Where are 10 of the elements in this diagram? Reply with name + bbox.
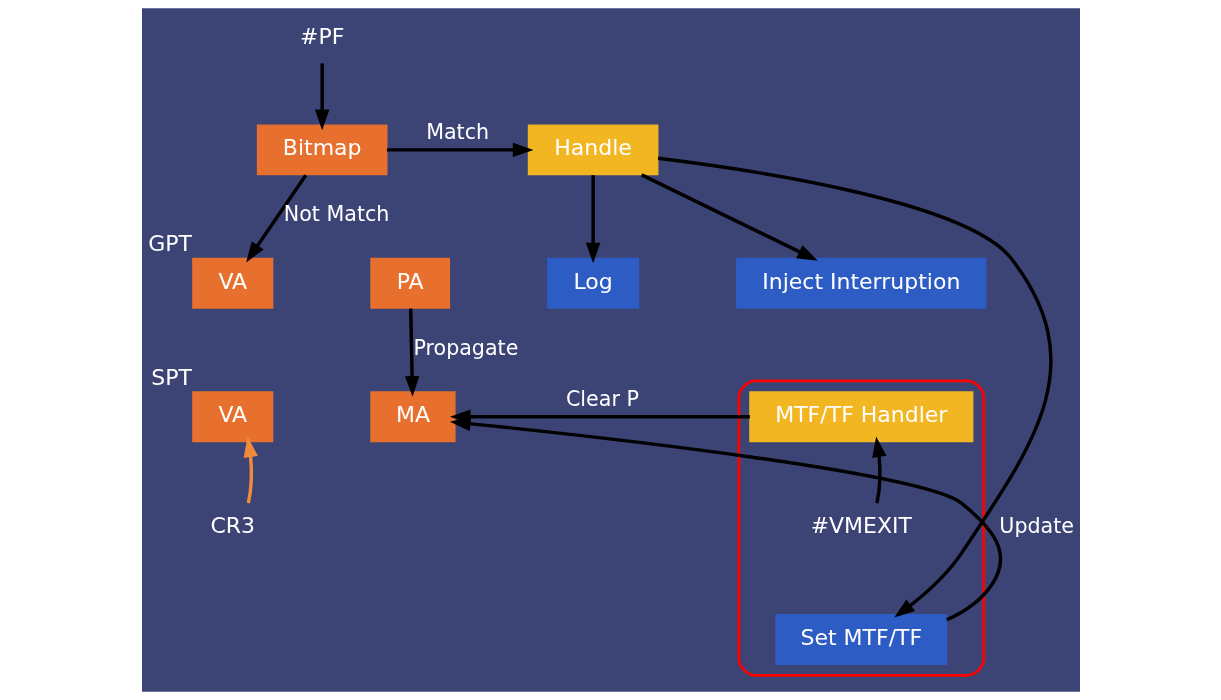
edge-label: Update — [998, 513, 1074, 538]
node-label: SPT — [150, 364, 192, 390]
edge-label: Clear P — [565, 386, 639, 411]
node-text: #VMEXIT — [810, 513, 912, 539]
node-text: CR3 — [209, 513, 255, 539]
node-label: GPT — [147, 231, 192, 257]
edge-label: Not Match — [283, 202, 389, 227]
edge-label: Propagate — [412, 335, 518, 360]
node-text: #PF — [299, 23, 344, 49]
edge-label: Match — [425, 119, 489, 144]
